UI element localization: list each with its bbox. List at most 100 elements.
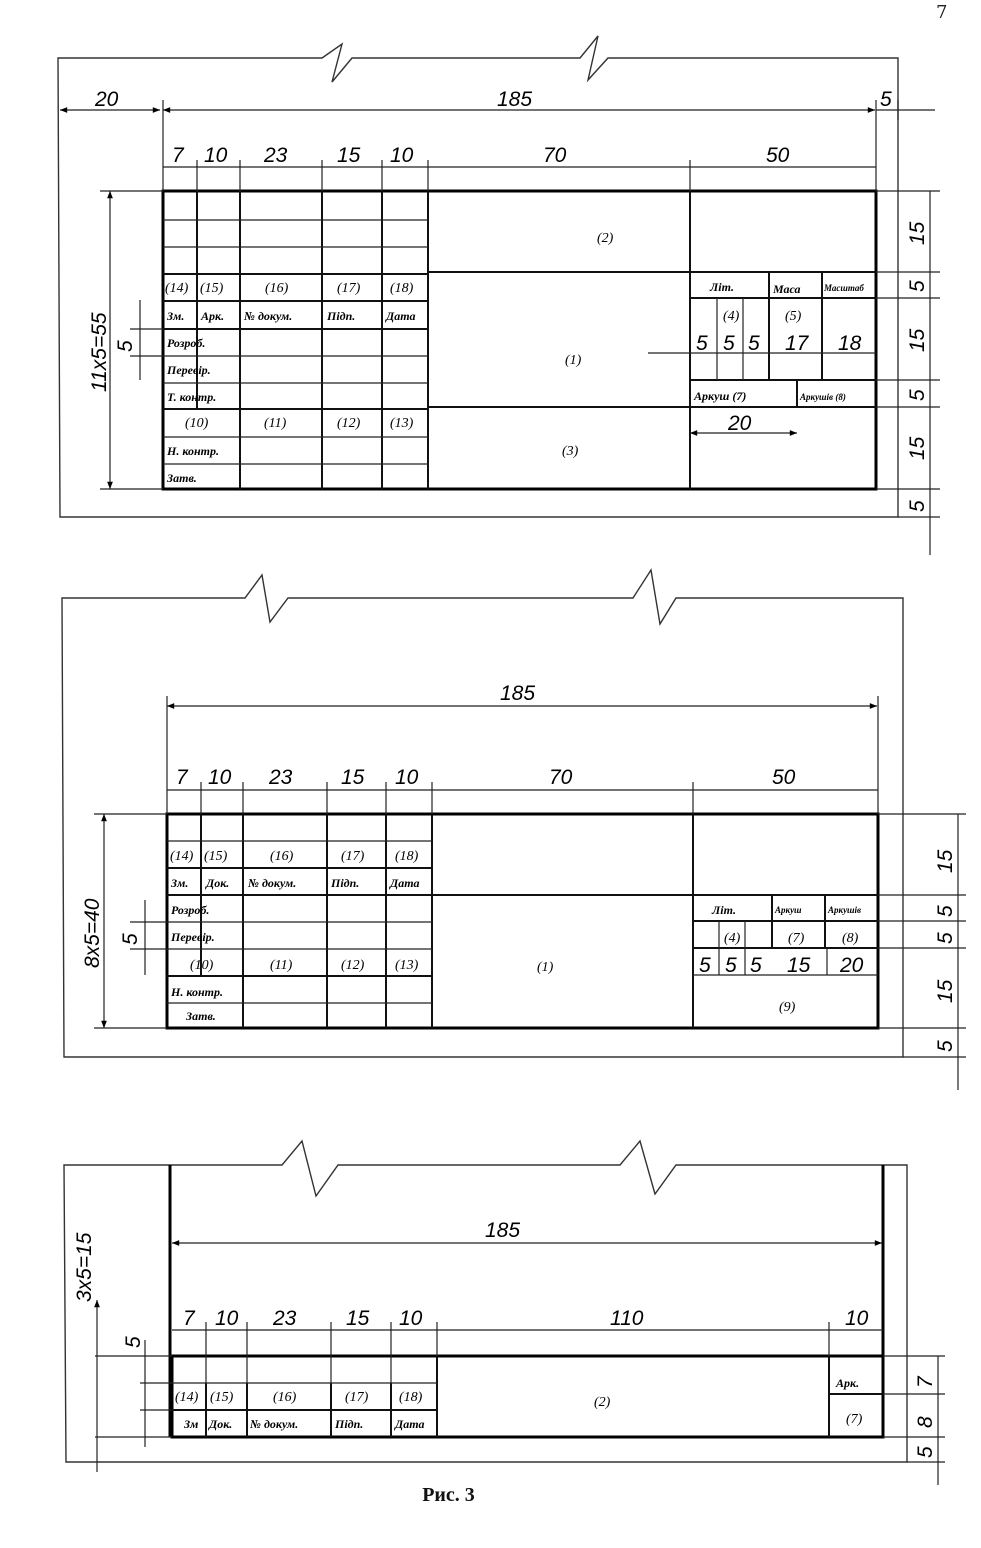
dim-left-margin: 20 [94, 88, 119, 111]
cell-7: (7) [846, 1412, 863, 1427]
cell-12: (12) [341, 958, 365, 973]
label-lit: Літ. [711, 903, 736, 917]
form3: 185 7 10 23 15 10 110 10 3x5=15 5 7 8 5 … [63, 1139, 945, 1485]
cell-1: (1) [565, 353, 582, 368]
dim-total-width: 185 [485, 1219, 520, 1242]
dim-col-2: 10 [215, 1307, 239, 1330]
cell-2: (2) [597, 231, 614, 246]
label-date: Дата [394, 1417, 425, 1431]
form1: 20 185 5 7 10 23 15 10 70 50 11x5=55 5 1… [57, 35, 940, 555]
cell-13: (13) [395, 958, 419, 973]
label-masa: Маса [772, 282, 801, 296]
dim-height: 11x5=55 [88, 312, 111, 392]
label-zm: Зм. [166, 309, 184, 323]
dim-r1: 15 [906, 221, 929, 245]
cell-12: (12) [337, 416, 361, 431]
dim-r2: 8 [914, 1416, 937, 1428]
cell-16: (16) [273, 1390, 297, 1405]
cell-2: (2) [594, 1395, 611, 1410]
dim-height: 8x5=40 [81, 898, 104, 968]
dim-r3: 15 [906, 328, 929, 352]
dim-col-1: 7 [183, 1307, 196, 1330]
dim-r3: 5 [914, 1446, 937, 1458]
title-block-frame [170, 1354, 885, 1439]
cell-18: (18) [395, 849, 419, 864]
dim-col-7: 50 [766, 144, 790, 167]
dim-col-1: 7 [176, 766, 189, 789]
label-zatv: Затв. [185, 1009, 216, 1023]
cell-8: (8) [842, 931, 859, 946]
cell-14: (14) [170, 849, 194, 864]
label-lit: Літ. [709, 280, 734, 294]
dim-r6: 5 [906, 500, 929, 512]
label-pidp: Підп. [330, 876, 359, 890]
cell-1: (1) [537, 960, 554, 975]
dim-row: 5 [114, 340, 137, 352]
dim-col-2: 10 [204, 144, 228, 167]
label-tkontr: Т. контр. [167, 390, 216, 404]
dim-sheets: 20 [839, 954, 864, 977]
dim-col-1: 7 [172, 144, 185, 167]
label-masshtab: Масштаб [823, 283, 864, 293]
dim-col-2: 10 [208, 766, 232, 789]
figure-caption: Рис. 3 [422, 1484, 475, 1506]
dim-col-3: 23 [272, 1307, 297, 1330]
dim-r5: 15 [906, 436, 929, 460]
dim-col-5: 10 [395, 766, 419, 789]
cell-10: (10) [190, 958, 214, 973]
cell-17: (17) [341, 849, 365, 864]
label-dok: Док. [208, 1417, 232, 1431]
dim-col-6: 110 [610, 1307, 644, 1330]
dim-sheet: 20 [727, 412, 752, 435]
dim-row: 5 [119, 933, 142, 945]
label-doc: № докум. [249, 1417, 298, 1431]
label-zatv: Затв. [166, 471, 197, 485]
cell-17: (17) [337, 281, 361, 296]
cell-7: (7) [788, 931, 805, 946]
label-dok: Док. [205, 876, 229, 890]
label-nkontr: Н. контр. [170, 985, 223, 999]
label-arkushiv: Аркушів [827, 905, 861, 915]
cell-11: (11) [264, 416, 287, 431]
sheet-edge [63, 1139, 908, 1463]
dim-r1: 7 [914, 1375, 937, 1388]
label-arkush: Аркуш (7) [693, 389, 746, 403]
label-perevir: Перевір. [170, 930, 215, 944]
cell-17: (17) [345, 1390, 369, 1405]
dim-col-3: 23 [263, 144, 288, 167]
form2: 185 7 10 23 15 10 70 50 8x5=40 5 15 5 5 … [61, 568, 966, 1090]
dim-r4: 5 [906, 389, 929, 401]
page-number: 7 [936, 2, 948, 23]
dim-total-width: 185 [500, 682, 535, 705]
cell-16: (16) [270, 849, 294, 864]
cell-5: (5) [785, 309, 802, 324]
cell-14: (14) [175, 1390, 199, 1405]
dim-lit-3: 5 [748, 332, 760, 355]
dim-lit-1: 5 [699, 954, 711, 977]
cell-15: (15) [204, 849, 228, 864]
title-block-frame [161, 189, 878, 491]
dim-lit-3: 5 [750, 954, 762, 977]
dim-height: 3x5=15 [73, 1232, 96, 1302]
cell-16: (16) [265, 281, 289, 296]
cell-4: (4) [723, 309, 740, 324]
label-arkushiv: Аркушів (8) [799, 392, 846, 402]
dim-r2: 5 [934, 905, 957, 917]
cell-3: (3) [562, 444, 579, 459]
dim-r5: 5 [934, 1040, 957, 1052]
label-doc: № докум. [247, 876, 296, 890]
dim-r1: 15 [934, 849, 957, 873]
dim-scale: 18 [838, 332, 862, 355]
dim-mass: 17 [785, 332, 810, 355]
dim-right-margin: 5 [880, 88, 892, 111]
cell-9: (9) [779, 1000, 796, 1015]
label-zm: Зм [183, 1417, 198, 1431]
dim-col-7: 10 [845, 1307, 869, 1330]
label-date: Дата [385, 309, 416, 323]
dim-r3: 5 [934, 932, 957, 944]
dim-r4: 15 [934, 979, 957, 1003]
label-ark: Арк. [835, 1376, 859, 1390]
dim-lit-2: 5 [723, 332, 735, 355]
dim-total-width: 185 [497, 88, 532, 111]
